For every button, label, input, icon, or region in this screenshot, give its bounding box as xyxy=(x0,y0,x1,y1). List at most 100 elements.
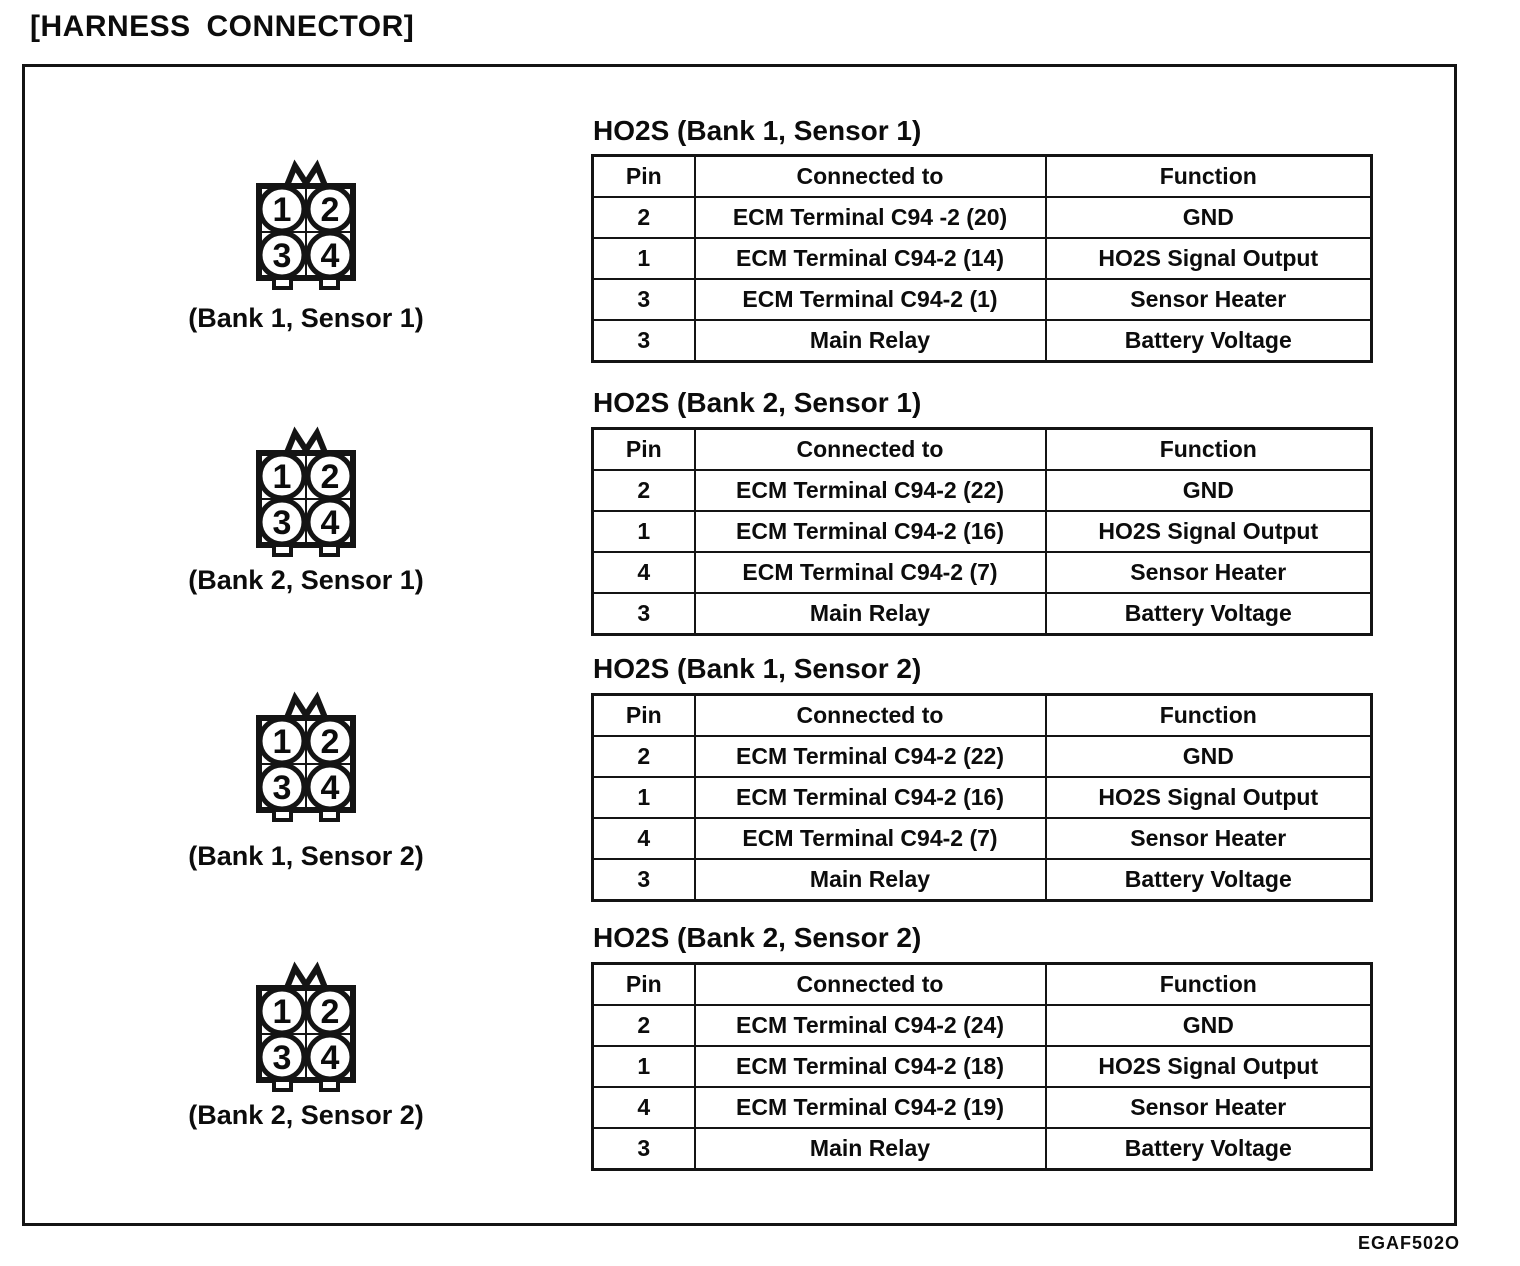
pin-cell: 2 xyxy=(591,735,696,778)
connector-diagram-bank1-sensor1: 1 2 3 4 xyxy=(256,159,356,290)
pin-cell: 3 xyxy=(591,592,696,636)
function-cell: HO2S Signal Output xyxy=(1044,510,1373,553)
function-cell: Battery Voltage xyxy=(1044,592,1373,636)
table-header-row: Pin Connected to Function xyxy=(591,154,1373,198)
pin-number: 2 xyxy=(321,993,340,1031)
function-cell: Sensor Heater xyxy=(1044,278,1373,321)
function-cell: GND xyxy=(1044,735,1373,778)
connector-foot xyxy=(272,276,293,290)
function-cell: GND xyxy=(1044,469,1373,512)
pinout-table-bank2-sensor2: Pin Connected to Function 2 ECM Terminal… xyxy=(591,962,1373,1171)
column-header-connected-to: Connected to xyxy=(693,962,1047,1006)
pin-number: 2 xyxy=(321,191,340,229)
pin-cell: 4 xyxy=(591,1086,696,1129)
column-header-pin: Pin xyxy=(591,693,696,737)
function-cell: Sensor Heater xyxy=(1044,551,1373,594)
pin-number: 4 xyxy=(321,1039,340,1077)
pin-cell: 1 xyxy=(591,776,696,819)
pinout-table-bank1-sensor2: Pin Connected to Function 2 ECM Terminal… xyxy=(591,693,1373,902)
connected-to-cell: ECM Terminal C94-2 (7) xyxy=(693,817,1047,860)
table-row: 1 ECM Terminal C94-2 (18) HO2S Signal Ou… xyxy=(591,1045,1373,1088)
table-row: 4 ECM Terminal C94-2 (19) Sensor Heater xyxy=(591,1086,1373,1129)
table-row: 1 ECM Terminal C94-2 (14) HO2S Signal Ou… xyxy=(591,237,1373,280)
column-header-function: Function xyxy=(1044,154,1373,198)
table-row: 3 Main Relay Battery Voltage xyxy=(591,319,1373,363)
function-cell: Battery Voltage xyxy=(1044,858,1373,902)
table-row: 2 ECM Terminal C94-2 (24) GND xyxy=(591,1004,1373,1047)
function-cell: Battery Voltage xyxy=(1044,319,1373,363)
connector-label: (Bank 2, Sensor 2) xyxy=(188,1100,424,1130)
table-title: HO2S (Bank 1, Sensor 2) xyxy=(593,653,922,684)
pin-number: 1 xyxy=(273,191,292,229)
connected-to-cell: ECM Terminal C94-2 (1) xyxy=(693,278,1047,321)
pinout-table-bank1-sensor1: Pin Connected to Function 2 ECM Terminal… xyxy=(591,154,1373,363)
function-cell: HO2S Signal Output xyxy=(1044,1045,1373,1088)
connected-to-cell: ECM Terminal C94-2 (22) xyxy=(693,469,1047,512)
connector-diagram-bank2-sensor2: 1 2 3 4 xyxy=(256,961,356,1092)
connected-to-cell: ECM Terminal C94-2 (16) xyxy=(693,510,1047,553)
pin-cell: 1 xyxy=(591,237,696,280)
column-header-function: Function xyxy=(1044,693,1373,737)
table-row: 3 Main Relay Battery Voltage xyxy=(591,592,1373,636)
table-row: 1 ECM Terminal C94-2 (16) HO2S Signal Ou… xyxy=(591,776,1373,819)
connector-diagram-bank2-sensor1: 1 2 3 4 xyxy=(256,426,356,557)
pin-number: 4 xyxy=(321,504,340,542)
connector-foot xyxy=(319,276,340,290)
column-header-function: Function xyxy=(1044,962,1373,1006)
table-title: HO2S (Bank 1, Sensor 1) xyxy=(593,115,922,146)
table-header-row: Pin Connected to Function xyxy=(591,693,1373,737)
pin-number: 1 xyxy=(273,723,292,761)
pin-number: 3 xyxy=(273,237,292,275)
pin-number: 3 xyxy=(273,1039,292,1077)
connected-to-cell: Main Relay xyxy=(693,319,1047,363)
pin-number: 1 xyxy=(273,993,292,1031)
pin-number: 2 xyxy=(321,723,340,761)
pin-cell: 3 xyxy=(591,278,696,321)
table-header-row: Pin Connected to Function xyxy=(591,962,1373,1006)
function-cell: GND xyxy=(1044,1004,1373,1047)
function-cell: Sensor Heater xyxy=(1044,817,1373,860)
function-cell: GND xyxy=(1044,196,1373,239)
function-cell: HO2S Signal Output xyxy=(1044,776,1373,819)
page-title: [HARNESS CONNECTOR] xyxy=(30,10,415,43)
pin-number: 4 xyxy=(321,237,340,275)
connector-foot xyxy=(272,808,293,822)
pin-cell: 3 xyxy=(591,1127,696,1171)
pin-cell: 4 xyxy=(591,551,696,594)
pin-number: 3 xyxy=(273,769,292,807)
pin-number: 4 xyxy=(321,769,340,807)
pin-cell: 2 xyxy=(591,196,696,239)
connector-diagram-bank1-sensor2: 1 2 3 4 xyxy=(256,691,356,822)
pin-number: 2 xyxy=(321,458,340,496)
column-header-connected-to: Connected to xyxy=(693,427,1047,471)
column-header-function: Function xyxy=(1044,427,1373,471)
connector-foot xyxy=(319,1078,340,1092)
connected-to-cell: ECM Terminal C94-2 (7) xyxy=(693,551,1047,594)
connector-label: (Bank 1, Sensor 1) xyxy=(188,303,424,333)
connected-to-cell: ECM Terminal C94-2 (16) xyxy=(693,776,1047,819)
column-header-pin: Pin xyxy=(591,427,696,471)
pin-cell: 1 xyxy=(591,510,696,553)
pin-cell: 3 xyxy=(591,858,696,902)
function-cell: HO2S Signal Output xyxy=(1044,237,1373,280)
pin-number: 3 xyxy=(273,504,292,542)
pin-cell: 2 xyxy=(591,1004,696,1047)
connected-to-cell: ECM Terminal C94-2 (19) xyxy=(693,1086,1047,1129)
connector-foot xyxy=(319,543,340,557)
connected-to-cell: ECM Terminal C94-2 (22) xyxy=(693,735,1047,778)
column-header-connected-to: Connected to xyxy=(693,154,1047,198)
table-row: 1 ECM Terminal C94-2 (16) HO2S Signal Ou… xyxy=(591,510,1373,553)
table-row: 2 ECM Terminal C94 -2 (20) GND xyxy=(591,196,1373,239)
pin-cell: 4 xyxy=(591,817,696,860)
function-cell: Sensor Heater xyxy=(1044,1086,1373,1129)
pin-cell: 2 xyxy=(591,469,696,512)
connector-foot xyxy=(272,1078,293,1092)
table-row: 2 ECM Terminal C94-2 (22) GND xyxy=(591,469,1373,512)
table-header-row: Pin Connected to Function xyxy=(591,427,1373,471)
pinout-table-bank2-sensor1: Pin Connected to Function 2 ECM Terminal… xyxy=(591,427,1373,636)
table-row: 3 Main Relay Battery Voltage xyxy=(591,858,1373,902)
column-header-pin: Pin xyxy=(591,962,696,1006)
table-row: 2 ECM Terminal C94-2 (22) GND xyxy=(591,735,1373,778)
connected-to-cell: Main Relay xyxy=(693,592,1047,636)
table-row: 3 Main Relay Battery Voltage xyxy=(591,1127,1373,1171)
